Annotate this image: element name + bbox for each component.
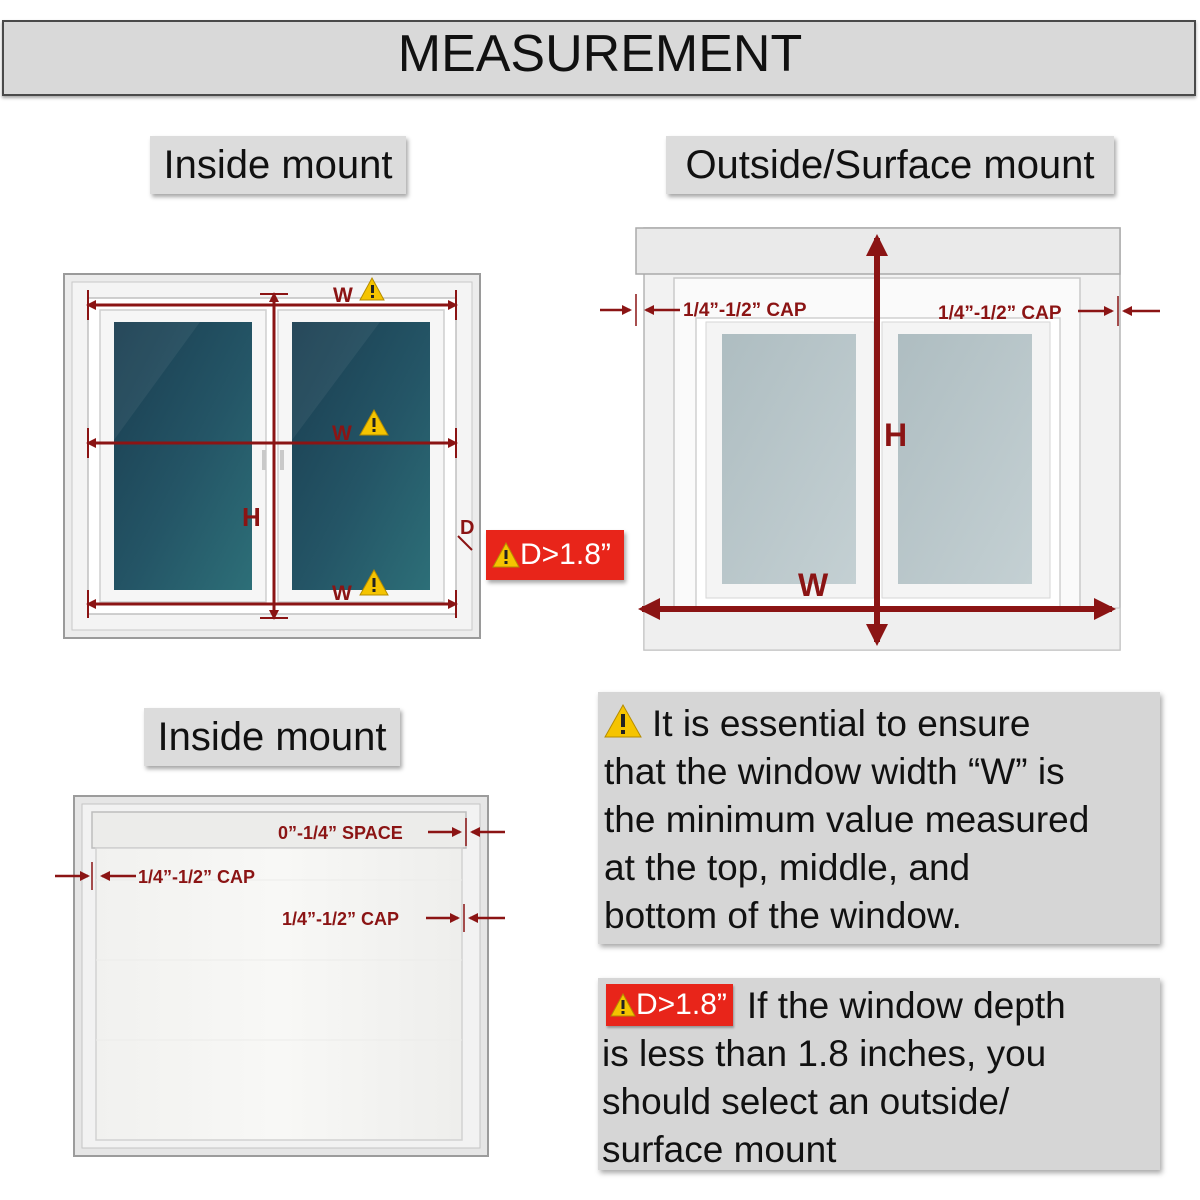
h-label: H — [242, 502, 261, 532]
w-bottom-label: W — [332, 582, 352, 605]
warning-icon — [610, 992, 636, 1017]
warning-icon — [359, 276, 385, 301]
warning-icon — [359, 568, 389, 596]
width-info-line1: It is essential to ensure — [652, 703, 1031, 744]
width-info-box: It is essential to ensure that the windo… — [598, 692, 1160, 944]
width-info-line5: bottom of the window. — [604, 895, 962, 936]
warning-icon — [359, 408, 389, 436]
depth-info-line1: If the window depth — [746, 985, 1066, 1026]
width-info-line2: that the window width “W” is — [604, 751, 1065, 792]
width-info-line4: at the top, middle, and — [604, 847, 971, 888]
depth-info-line2: is less than 1.8 inches, you — [602, 1033, 1047, 1074]
inside-cap-right-label: 1/4”-1/2” CAP — [282, 909, 399, 929]
w-middle-label: W — [332, 422, 352, 445]
w-top-label: W — [333, 284, 353, 307]
outside-w-label: W — [798, 567, 829, 603]
width-info-line3: the minimum value measured — [604, 799, 1090, 840]
page-title: MEASUREMENT — [397, 25, 803, 83]
depth-badge-text: D>1.8” — [520, 538, 611, 571]
inside-top-width-lines — [86, 290, 473, 620]
depth-info-line3: should select an outside/ — [602, 1081, 1010, 1122]
depth-info-line4: surface mount — [602, 1129, 837, 1170]
warning-icon — [604, 703, 642, 738]
depth-info-badge: D>1.8” — [606, 984, 733, 1026]
space-label: 0”-1/4” SPACE — [278, 823, 403, 843]
outside-mount-arrows — [600, 234, 1160, 646]
header-bar — [2, 20, 1196, 96]
depth-info-badge-text: D>1.8” — [636, 988, 727, 1021]
depth-badge: D>1.8” — [486, 530, 624, 580]
inside-cap-left-label: 1/4”-1/2” CAP — [138, 867, 255, 887]
inside-bottom-arrows — [55, 818, 505, 932]
outside-cap-left-label: 1/4”-1/2” CAP — [683, 300, 807, 321]
warning-icon — [492, 542, 520, 568]
outside-cap-right-label: 1/4”-1/2” CAP — [938, 303, 1062, 324]
outside-h-label: H — [884, 417, 907, 453]
d-label: D — [460, 517, 474, 539]
depth-info-box: D>1.8” If the window depth is less than … — [598, 978, 1160, 1170]
inside-mount-shade-diagram — [73, 795, 489, 1157]
inside-mount-label-bottom: Inside mount — [144, 708, 400, 766]
inside-mount-label-top: Inside mount — [150, 136, 406, 194]
outside-mount-label: Outside/Surface mount — [666, 136, 1114, 194]
inside-mount-window — [63, 273, 481, 639]
outside-mount-window — [635, 227, 1121, 651]
